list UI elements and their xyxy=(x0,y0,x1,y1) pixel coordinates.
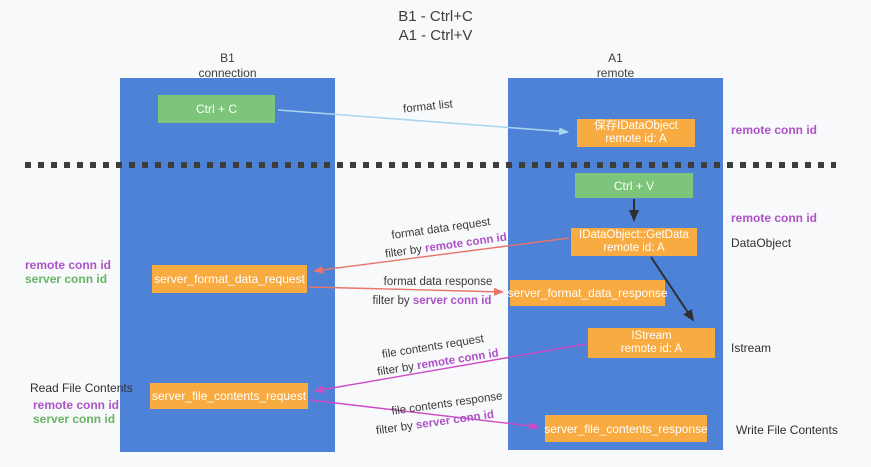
format-data-response-filter-label: filter by server conn id xyxy=(373,295,492,307)
filter-by-prefix: filter by xyxy=(375,419,417,438)
ctrl-c-label: Ctrl + C xyxy=(195,102,237,116)
server-format-data-response-node: server_format_data_response xyxy=(507,280,668,306)
ctrl-v-label: Ctrl + V xyxy=(613,178,655,193)
title-line-1: B1 - Ctrl+C xyxy=(398,8,473,25)
getdata-line1: IDataObject::GetData xyxy=(579,228,689,241)
istream-side-label: Istream xyxy=(731,341,772,355)
save-dataobject-line1: 保存IDataObject xyxy=(594,119,678,132)
getdata-node: IDataObject::GetData remote id: A xyxy=(571,228,697,256)
left-remote-conn-id-bottom-label: remote conn id xyxy=(33,398,120,412)
ctrl-v-node: Ctrl + V xyxy=(575,173,693,198)
server-file-contents-request-node: server_file_contents_request xyxy=(150,383,308,409)
left-column-header: B1 connection xyxy=(120,51,335,81)
getdata-line2: remote id: A xyxy=(603,242,665,254)
title-line-2: A1 - Ctrl+V xyxy=(398,27,473,44)
istream-node: IStream remote id: A xyxy=(588,328,715,358)
server-conn-id-key: server conn id xyxy=(412,295,492,307)
right-column-header: A1 remote xyxy=(508,51,723,81)
istream-line2: remote id: A xyxy=(620,343,683,355)
diagram-title: B1 - Ctrl+C A1 - Ctrl+V xyxy=(0,7,871,45)
write-file-contents-label: Write File Contents xyxy=(736,423,838,437)
left-column-name: B1 xyxy=(220,51,235,65)
left-remote-conn-id-mid-label: remote conn id xyxy=(25,258,112,272)
right-column-role: remote xyxy=(596,66,635,80)
right-remote-conn-id-top-label: remote conn id xyxy=(731,123,818,137)
server-file-contents-response-label: server_file_contents_response xyxy=(544,421,708,436)
filter-by-prefix: filter by xyxy=(384,242,426,261)
filter-by-prefix: filter by xyxy=(376,360,419,379)
save-dataobject-line2: remote id: A xyxy=(605,133,667,145)
server-format-data-request-label: server_format_data_request xyxy=(154,272,305,286)
format-list-flow-label: format list xyxy=(402,98,454,116)
ctrl-c-node: Ctrl + C xyxy=(158,95,275,123)
left-server-conn-id-mid-label: server conn id xyxy=(25,272,108,286)
istream-line1: IStream xyxy=(631,329,672,342)
dataobject-label: DataObject xyxy=(731,236,792,250)
server-format-data-response-label: server_format_data_response xyxy=(507,286,668,300)
right-remote-conn-id-mid-label: remote conn id xyxy=(731,211,818,225)
server-file-contents-response-node: server_file_contents_response xyxy=(544,415,708,442)
save-dataobject-node: 保存IDataObject remote id: A xyxy=(577,119,695,147)
format-data-response-flow-label: format data response xyxy=(383,276,493,288)
right-column-name: A1 xyxy=(608,51,623,65)
left-server-conn-id-bottom-label: server conn id xyxy=(33,412,116,426)
server-file-contents-request-label: server_file_contents_request xyxy=(151,389,307,403)
read-file-contents-label: Read File Contents xyxy=(30,381,133,395)
filter-by-prefix: filter by xyxy=(372,295,413,307)
server-format-data-request-node: server_format_data_request xyxy=(152,265,307,293)
left-column-role: connection xyxy=(198,66,257,80)
